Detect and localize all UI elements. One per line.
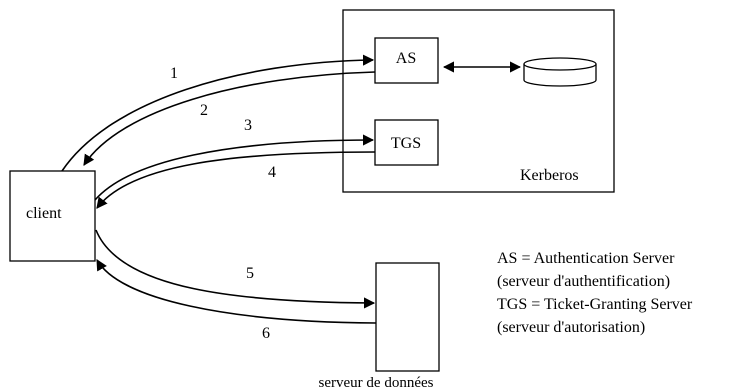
arrow-1-label: 1	[170, 65, 178, 82]
arrow-2	[83, 71, 376, 166]
arrow-5-label: 5	[246, 265, 254, 282]
legend-line-1: AS = Authentication Server	[497, 250, 675, 267]
arrow-2-label: 2	[200, 102, 208, 119]
arrow-4	[96, 151, 376, 209]
arrow-3	[94, 134, 375, 201]
client-label: client	[26, 205, 62, 222]
legend-line-3: TGS = Ticket-Granting Server	[497, 296, 693, 313]
data-server-box	[375, 262, 440, 372]
as-label: AS	[396, 50, 416, 67]
tgs-label: TGS	[391, 135, 421, 152]
data-server-label: serveur de données	[319, 375, 434, 391]
arrow-5	[95, 229, 376, 309]
legend-line-4: (serveur d'autorisation)	[497, 319, 645, 336]
arrow-6-label: 6	[262, 325, 270, 342]
legend-line-2: (serveur d'authentification)	[497, 273, 670, 290]
legend: AS = Authentication Server (serveur d'au…	[497, 250, 693, 336]
database-icon	[523, 57, 597, 87]
client-box	[9, 170, 96, 262]
tgs-box	[374, 119, 439, 166]
arrow-1	[61, 54, 375, 172]
arrow-3-label: 3	[244, 117, 252, 134]
kerberos-label: Kerberos	[520, 167, 579, 184]
as-box	[374, 37, 439, 84]
arrow-6	[96, 259, 377, 324]
arrow-4-label: 4	[268, 164, 276, 181]
